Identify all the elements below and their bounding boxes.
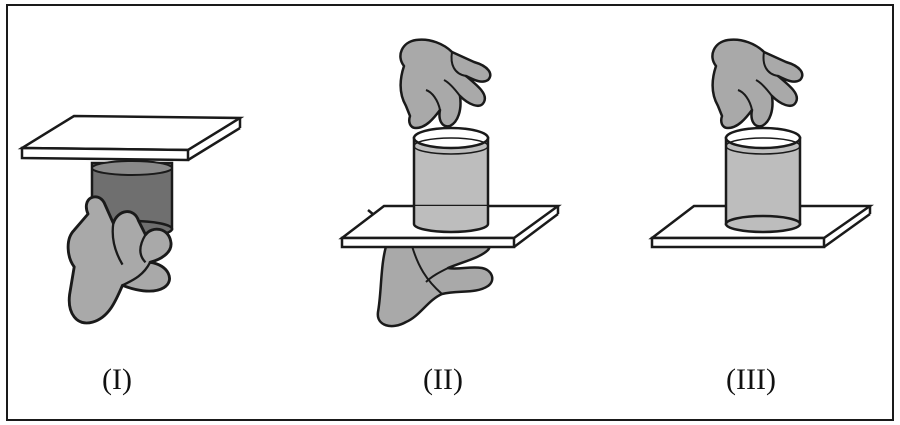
panel-ii	[338, 38, 562, 328]
glass-panel-iii	[724, 126, 802, 234]
caption-panel-iii: (III)	[726, 363, 776, 396]
panel-iii	[648, 38, 874, 249]
panel-i	[17, 114, 245, 325]
caption-panel-ii: (II)	[423, 363, 463, 396]
card-panel-i	[17, 114, 245, 162]
card-panel-ii	[338, 204, 562, 249]
upper-hand-panel-iii	[711, 38, 804, 130]
caption-panel-i: (I)	[102, 363, 132, 396]
upper-hand-panel-ii	[399, 38, 492, 130]
